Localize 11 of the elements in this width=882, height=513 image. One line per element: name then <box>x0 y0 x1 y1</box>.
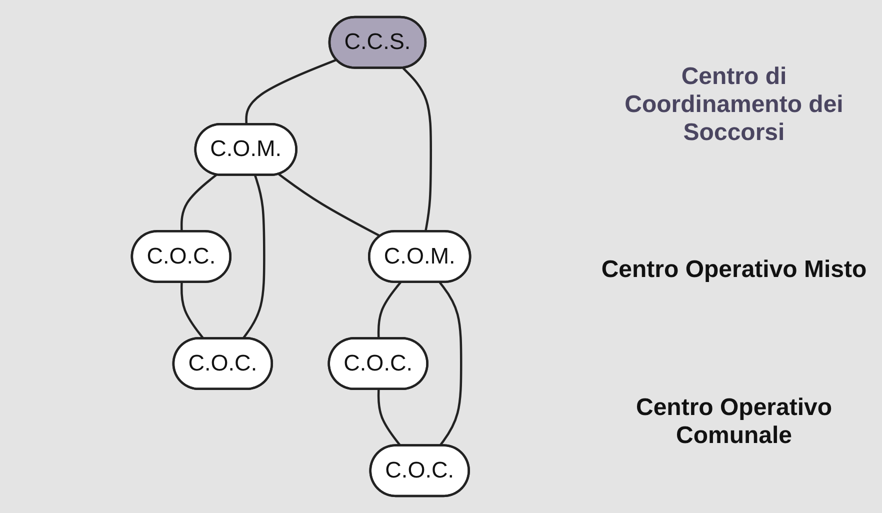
connector <box>245 58 337 125</box>
connector <box>180 174 218 232</box>
connector <box>242 175 266 340</box>
connector <box>438 282 462 446</box>
level-label: Centro di Coordinamento dei Soccorsi <box>624 62 844 147</box>
connector <box>377 282 402 339</box>
level-label: Centro Operativo Misto <box>600 256 868 284</box>
level-label: Centro Operativo Comunale <box>634 394 834 450</box>
connector <box>278 173 382 238</box>
connector <box>402 67 432 232</box>
connector <box>180 282 204 340</box>
